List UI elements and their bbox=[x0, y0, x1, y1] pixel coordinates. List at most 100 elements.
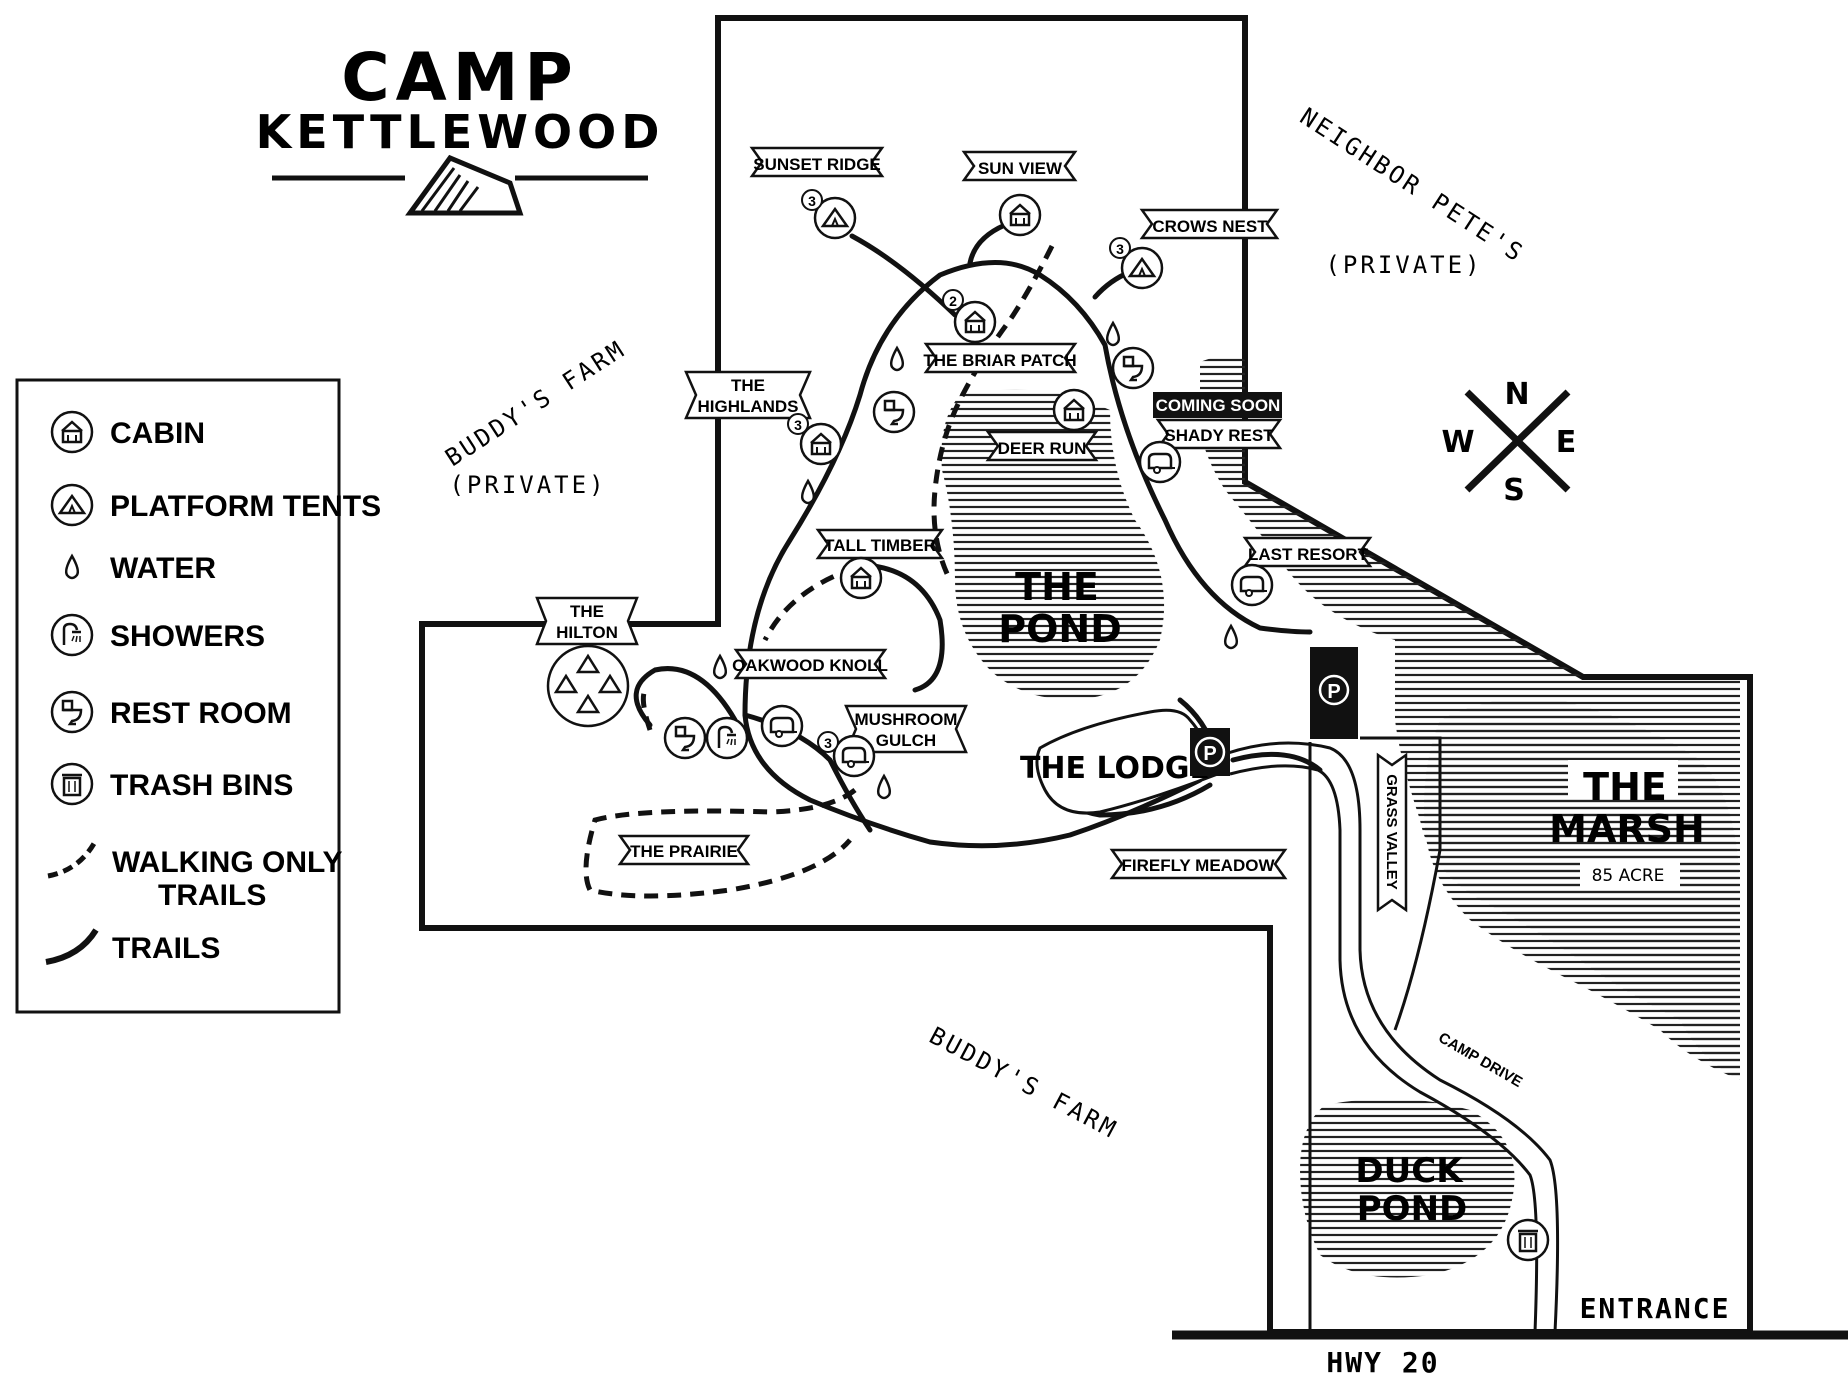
legend-rest-room: REST ROOM bbox=[110, 697, 292, 730]
sign-prairie[interactable]: THE PRAIRIE bbox=[617, 834, 751, 866]
duck-pond-label-2: POND bbox=[1357, 1189, 1468, 1229]
sign-hilton[interactable]: THE HILTON bbox=[535, 596, 639, 646]
sign-oakwood-knoll[interactable]: OAKWOOD KNOLL bbox=[732, 648, 888, 680]
legend-walking-trails: TRAILS bbox=[158, 879, 266, 912]
last-resort-label: LAST RESORT bbox=[1248, 545, 1369, 564]
camp-drive-label: CAMP DRIVE bbox=[1435, 1029, 1525, 1091]
sign-shady-rest[interactable]: COMING SOON SHADY REST bbox=[1153, 392, 1283, 450]
legend-water: WATER bbox=[110, 552, 216, 585]
sign-firefly-meadow[interactable]: FIREFLY MEADOW bbox=[1109, 848, 1288, 880]
sun-view-cabin-icon[interactable] bbox=[998, 193, 1042, 237]
shady-rest-label: SHADY REST bbox=[1164, 426, 1274, 445]
buddys-farm-south: BUDDY'S FARM bbox=[925, 1021, 1123, 1144]
sign-highlands[interactable]: THE HIGHLANDS bbox=[684, 370, 812, 420]
deer-run-label: DEER RUN bbox=[998, 439, 1087, 458]
main-parking[interactable]: P bbox=[1310, 647, 1358, 739]
parking-p2: P bbox=[1327, 681, 1340, 703]
site-signs: SUNSET RIDGE SUN VIEW CROWS NEST THE BRI… bbox=[535, 146, 1525, 1091]
sign-sun-view[interactable]: SUN VIEW bbox=[961, 150, 1078, 182]
legend-showers: SHOWERS bbox=[110, 620, 265, 653]
lodge-parking[interactable]: P bbox=[1190, 728, 1230, 776]
solid-trail-icon bbox=[45, 928, 99, 965]
sign-tall-timber[interactable]: TALL TIMBER bbox=[815, 528, 945, 560]
buddys-farm-north: BUDDY'S FARM bbox=[440, 335, 631, 473]
tall-timber-cabin-icon[interactable] bbox=[839, 556, 883, 600]
count-highlands: 3 bbox=[794, 417, 802, 433]
map-legend: CABIN PLATFORM TENTS WATER SHOWERS REST … bbox=[15, 378, 381, 1014]
sign-crows-nest[interactable]: CROWS NEST bbox=[1139, 208, 1280, 240]
sunset-ridge-label: SUNSET RIDGE bbox=[753, 155, 881, 174]
oakwood-knoll-label: OAKWOOD KNOLL bbox=[732, 656, 888, 675]
hilton-tent-cluster[interactable] bbox=[546, 644, 630, 728]
pond-label-1: THE bbox=[1015, 565, 1099, 609]
compass-s: S bbox=[1503, 473, 1525, 508]
legend-platform-tents: PLATFORM TENTS bbox=[110, 490, 381, 523]
toilet-icon bbox=[50, 690, 94, 734]
compass-w: W bbox=[1441, 425, 1474, 460]
sign-last-resort[interactable]: LAST RESORT bbox=[1242, 536, 1373, 568]
compass-e: E bbox=[1556, 425, 1577, 460]
toilet-icon[interactable] bbox=[663, 716, 707, 760]
marsh-label-1: THE bbox=[1583, 765, 1667, 809]
camp-drive-road bbox=[1227, 736, 1560, 1333]
shower-icon bbox=[50, 613, 94, 657]
mushroom-gulch-camper-icon[interactable] bbox=[832, 734, 876, 778]
legend-trash-bins: TRASH BINS bbox=[110, 769, 293, 802]
water-drop-icon bbox=[712, 654, 728, 680]
highlands-label-1: THE bbox=[731, 376, 765, 395]
crows-nest-label: CROWS NEST bbox=[1152, 217, 1268, 236]
platform-tent-icon bbox=[50, 483, 94, 527]
hilton-label-2: HILTON bbox=[556, 623, 618, 642]
count-sunset-ridge: 3 bbox=[808, 193, 816, 209]
briar-patch-cabin-icon[interactable] bbox=[953, 300, 997, 344]
water-drop-icon bbox=[889, 346, 905, 372]
compass-n: N bbox=[1504, 377, 1529, 412]
oakwood-knoll-camper-icon[interactable] bbox=[760, 704, 804, 748]
water-drop-icon bbox=[876, 774, 892, 800]
last-resort-camper-icon[interactable] bbox=[1230, 563, 1274, 607]
marsh-label-2: MARSH bbox=[1549, 807, 1705, 851]
pond-label-2: POND bbox=[998, 607, 1122, 651]
the-pond bbox=[941, 389, 1165, 700]
sign-sunset-ridge[interactable]: SUNSET RIDGE bbox=[749, 146, 885, 178]
marsh-acreage: 85 ACRE bbox=[1592, 866, 1665, 886]
toilet-icon[interactable] bbox=[1111, 346, 1155, 390]
shady-rest-camper-icon[interactable] bbox=[1138, 440, 1182, 484]
count-mushroom-gulch: 3 bbox=[824, 735, 832, 751]
legend-cabin: CABIN bbox=[110, 417, 205, 450]
deer-run-cabin-icon[interactable] bbox=[1052, 388, 1096, 432]
duck-pond bbox=[1300, 1098, 1515, 1278]
private-east: (PRIVATE) bbox=[1325, 251, 1482, 279]
sign-deer-run[interactable]: DEER RUN bbox=[985, 430, 1099, 462]
sign-grass-valley[interactable]: GRASS VALLEY bbox=[1376, 752, 1408, 913]
prairie-label: THE PRAIRIE bbox=[630, 842, 738, 861]
legend-trails: TRAILS bbox=[112, 932, 220, 965]
logo-tent-icon bbox=[405, 154, 524, 216]
compass-rose: N S W E bbox=[1441, 377, 1576, 508]
trash-bin-icon[interactable] bbox=[1506, 1218, 1550, 1262]
legend-walking-only: WALKING ONLY bbox=[112, 846, 343, 879]
duck-pond-label-1: DUCK bbox=[1355, 1151, 1464, 1191]
shower-icon[interactable] bbox=[705, 716, 749, 760]
toilet-icon[interactable] bbox=[872, 390, 916, 434]
water-drop-icon bbox=[800, 479, 816, 505]
parking-p1: P bbox=[1203, 743, 1216, 765]
briar-patch-label: THE BRIAR PATCH bbox=[923, 351, 1076, 370]
sign-briar-patch[interactable]: THE BRIAR PATCH bbox=[923, 342, 1078, 374]
trash-bin-icon bbox=[50, 762, 94, 806]
highlands-label-2: HIGHLANDS bbox=[697, 397, 798, 416]
count-crows-nest: 3 bbox=[1116, 241, 1124, 257]
grass-valley-label: GRASS VALLEY bbox=[1383, 774, 1400, 890]
site-icons bbox=[546, 193, 1550, 1262]
coming-soon-label: COMING SOON bbox=[1156, 396, 1281, 415]
highway-label: HWY 20 bbox=[1326, 1346, 1439, 1373]
private-north: (PRIVATE) bbox=[449, 471, 606, 499]
sun-view-label: SUN VIEW bbox=[978, 159, 1063, 178]
title-camp: CAMP bbox=[341, 39, 579, 116]
title-kettlewood: KETTLEWOOD bbox=[256, 105, 665, 159]
camp-logo: CAMP KETTLEWOOD bbox=[256, 39, 665, 216]
water-drop-icon bbox=[1105, 321, 1121, 347]
mushroom-label-1: MUSHROOM bbox=[855, 710, 958, 729]
count-briar-patch: 2 bbox=[949, 293, 957, 309]
sign-mushroom-gulch[interactable]: MUSHROOM GULCH bbox=[844, 704, 968, 754]
